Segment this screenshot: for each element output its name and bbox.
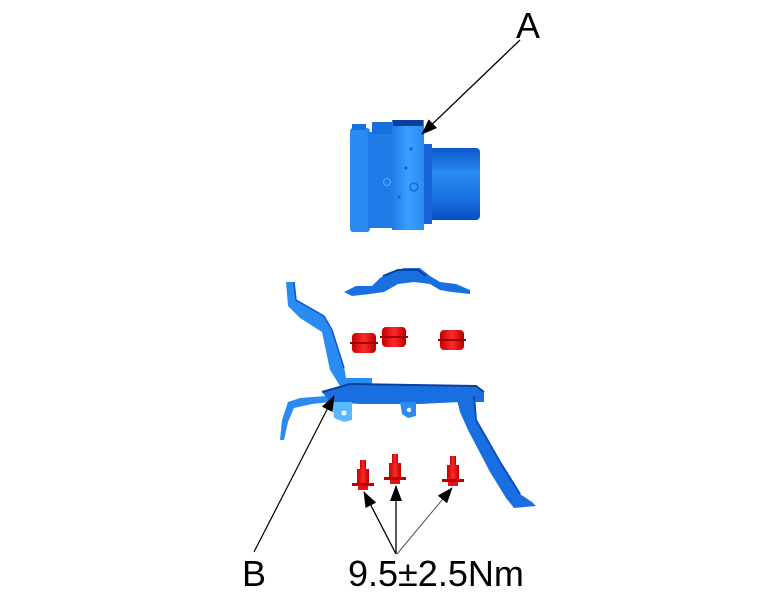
upper-bracket — [344, 268, 470, 296]
abs-module — [350, 120, 480, 232]
leader-b — [253, 395, 335, 553]
bushing-1 — [350, 333, 378, 353]
bolts — [352, 454, 464, 490]
bushing-3 — [438, 330, 466, 350]
leader-torque-3 — [396, 487, 453, 555]
bolt-1 — [352, 460, 374, 490]
mounting-bracket — [280, 281, 536, 508]
leader-lines — [253, 39, 521, 555]
bushing-2 — [380, 327, 408, 347]
bolt-3 — [442, 456, 464, 486]
callout-a-label: A — [516, 5, 541, 46]
bolt-2 — [384, 454, 406, 484]
leader-torque-1 — [363, 491, 397, 555]
torque-spec-label: 9.5±2.5Nm — [348, 553, 524, 594]
callout-b-label: B — [242, 553, 267, 594]
rubber-bushings — [350, 327, 466, 353]
leader-a — [421, 39, 521, 135]
